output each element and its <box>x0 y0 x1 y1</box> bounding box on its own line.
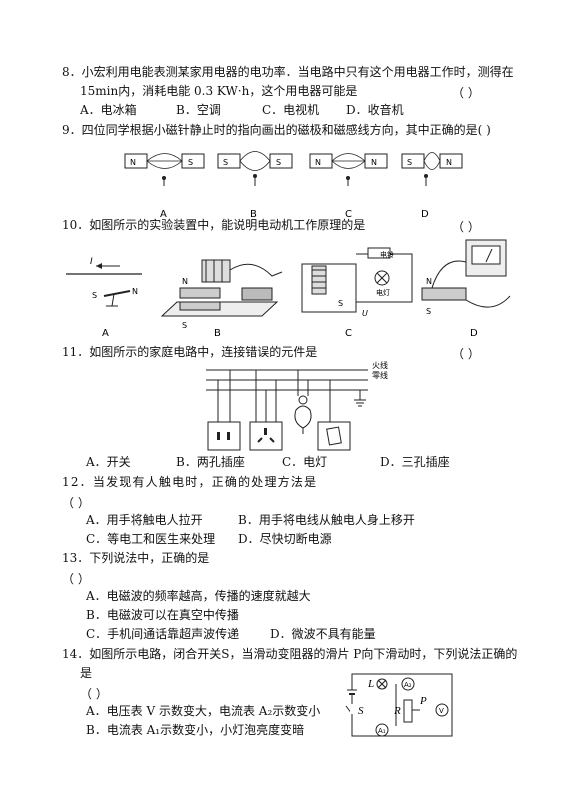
q9-c-n: N <box>315 158 321 167</box>
q10-label-d: D <box>470 328 478 339</box>
q9-label-a: A <box>160 209 167 220</box>
q9-a-n: N <box>130 158 136 167</box>
q9-label-b: B <box>250 209 257 220</box>
q9-d-n: N <box>446 158 452 167</box>
q12-option-c: C．等电工和医生来处理 <box>86 532 216 546</box>
q10-a-n: N <box>132 287 138 296</box>
q14-option-b: B．电流表 A₁示数变小，小灯泡亮度变暗 <box>86 723 305 737</box>
q12-answer-paren: （ ） <box>62 496 90 510</box>
q9-d-s: S <box>407 158 412 167</box>
q10-label-c: C <box>345 328 352 339</box>
q10-answer-paren: （ ） <box>452 220 480 234</box>
q13-option-c: C．手机间通话靠超声波传递 <box>86 627 240 641</box>
q10-figure-d: N S <box>421 239 511 316</box>
q14-option-a: A．电压表 V 示数变大，电流表 A₂示数变小 <box>86 704 321 718</box>
q11-option-b: B．两孔插座 <box>176 455 245 469</box>
q14-label-p: P <box>419 695 427 707</box>
q13-stem: 13．下列说法中，正确的是 <box>62 551 210 565</box>
q14-label-s: S <box>358 705 364 717</box>
q11-live-label: 火线 <box>372 360 388 370</box>
q10-figure-c: 电铃 电灯 S U <box>301 247 413 318</box>
q8-option-c: C．电视机 <box>262 103 320 117</box>
q10-d-s: S <box>426 307 431 316</box>
q10-b-s: S <box>182 321 187 330</box>
q10-c-s: S <box>338 299 343 308</box>
q9-c-n2: N <box>371 158 377 167</box>
q10-label-a: A <box>102 328 109 339</box>
q9-stem: 9．四位同学根据小磁针静止时的指向画出的磁极和磁感线方向，其中正确的是( ) <box>62 123 491 137</box>
q9-figure-a: N S <box>124 153 205 186</box>
q8-answer-paren: （ ） <box>452 86 480 100</box>
q12-option-b: B．用手将电线从触电人身上移开 <box>238 513 415 527</box>
q12-option-d: D．尽快切断电源 <box>238 532 332 546</box>
q14-circuit: L A₂ R P V A₁ S <box>345 673 453 737</box>
q9-figure-b: S S <box>217 151 293 186</box>
q10-c-bell: 电铃 <box>380 250 394 259</box>
q14-label-r: R <box>393 705 401 717</box>
q11-circuit: 火线 零线 <box>206 360 388 451</box>
q10-label-b: B <box>214 328 221 339</box>
q11-option-c: C．电灯 <box>282 455 328 469</box>
q9-b-s2: S <box>276 158 281 167</box>
q8-stem-line1: 8．小宏利用电能表测某家用电器的电功率．当电路中只有这个用电器工作时，测得在 <box>62 65 514 79</box>
q11-stem: 11．如图所示的家庭电路中，连接错误的元件是 <box>62 345 318 359</box>
q10-d-n: N <box>426 277 432 286</box>
q10-c-lamp: 电灯 <box>376 288 390 297</box>
q13-option-d: D．微波不具有能量 <box>270 627 376 641</box>
q9-label-d: D <box>421 209 429 220</box>
q8-option-d: D．收音机 <box>346 103 404 117</box>
q10-c-u: U <box>362 309 368 318</box>
q10-stem: 10．如图所示的实验装置中，能说明电动机工作原理的是 <box>62 218 366 232</box>
q13-answer-paren: （ ） <box>62 572 90 586</box>
q10-figure-a: I S N <box>66 257 142 307</box>
q13-option-a: A．电磁波的频率越高，传播的速度就越大 <box>86 589 311 603</box>
q10-a-current: I <box>90 257 93 267</box>
q10-figure-b: N S <box>160 259 283 330</box>
q12-stem: 12．当发现有人触电时，正确的处理方法是 <box>62 475 318 489</box>
q14-label-a1: A₁ <box>378 727 386 735</box>
q10-b-n: N <box>182 277 188 286</box>
q11-option-a: A．开关 <box>86 455 131 469</box>
q8-option-a: A．电冰箱 <box>80 103 137 117</box>
q14-label-l: L <box>367 678 374 690</box>
q9-b-s: S <box>223 158 228 167</box>
q9-figures: N S S S N N S N A B C D <box>124 151 463 220</box>
q10-a-s: S <box>92 291 97 300</box>
q9-figure-c: N N <box>309 153 388 186</box>
q9-figure-d: S N <box>401 152 463 186</box>
q14-answer-paren: （ ） <box>80 687 108 701</box>
q14-stem-line1: 14．如图所示电路，闭合开关S，当滑动变阻器的滑片 P向下滑动时，下列说法正确的 <box>62 647 518 661</box>
q14-stem-line2: 是 <box>80 666 93 680</box>
q11-neutral-label: 零线 <box>372 370 388 380</box>
q9-a-s: S <box>188 158 193 167</box>
q14-label-a2: A₂ <box>404 681 412 689</box>
q10-figures: I S N N S 电铃 电灯 S U <box>66 239 511 339</box>
q9-label-c: C <box>345 209 352 220</box>
q14-label-v: V <box>439 707 444 715</box>
q12-option-a: A．用手将触电人拉开 <box>86 513 203 527</box>
q11-answer-paren: （ ） <box>452 347 480 361</box>
q8-stem-line2: 15min内，消耗电能 0.3 KW·h，这个用电器可能是 <box>80 84 358 98</box>
q11-option-d: D．三孔插座 <box>380 455 450 469</box>
q13-option-b: B．电磁波可以在真空中传播 <box>86 608 239 622</box>
q8-option-b: B．空调 <box>176 103 221 117</box>
